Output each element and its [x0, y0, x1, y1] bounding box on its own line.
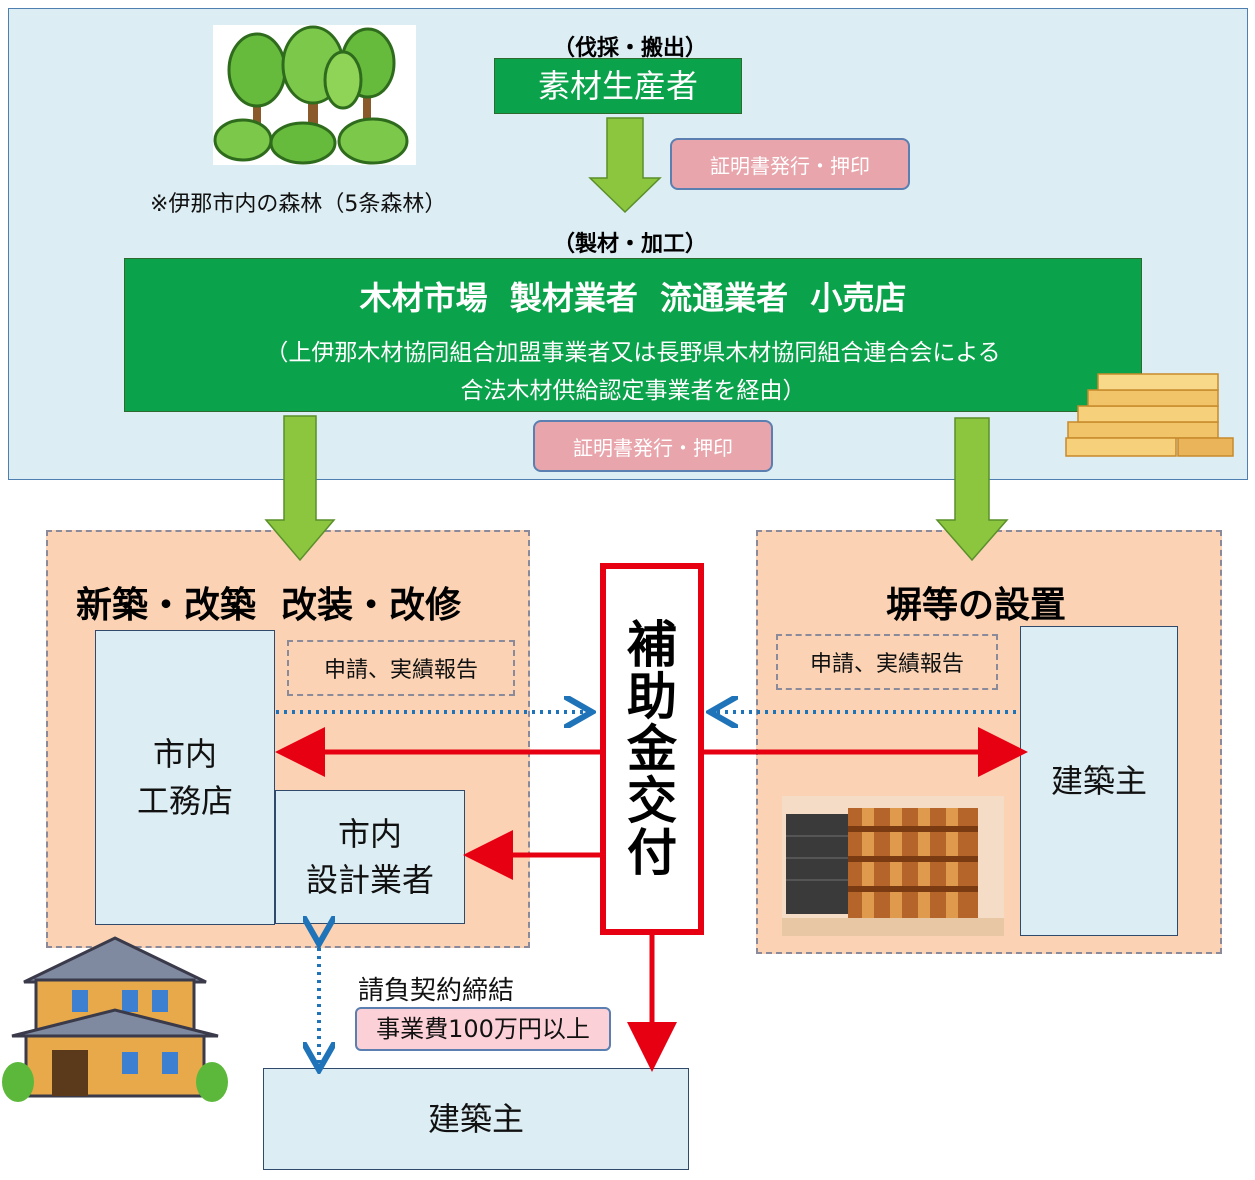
green-arrow-producer-to-processors — [588, 117, 662, 214]
green-arrow-to-fence — [935, 417, 1009, 562]
fence-photo — [782, 796, 1004, 936]
forest-illustration — [213, 25, 416, 165]
subsidy-char-4: 交 — [627, 772, 677, 830]
subsidy-char-5: 付 — [627, 824, 677, 882]
certificate-tag-2: 証明書発行・押印 — [533, 420, 773, 472]
designer-line-2: 設計業者 — [305, 861, 434, 899]
house-illustration — [2, 932, 228, 1104]
subsidy-char-3: 金 — [627, 720, 677, 778]
producer-box: 素材生産者 — [494, 58, 742, 114]
bottom-owner-box: 建築主 — [263, 1068, 689, 1170]
stage-logging-label: （伐採・搬出） — [552, 36, 707, 61]
processors-title: 木材市場 製材業者 流通業者 小売店 — [359, 279, 907, 317]
project-cost-tag: 事業費100万円以上 — [355, 1007, 611, 1051]
stage-processing-label: （製材・加工） — [552, 232, 707, 257]
processors-box: 木材市場 製材業者 流通業者 小売店 （上伊那木材協同組合加盟事業者又は長野県木… — [124, 258, 1142, 412]
subsidy-grant-box: 補 助 金 交 付 — [600, 563, 704, 935]
fence-title: 塀等の設置 — [886, 585, 1067, 626]
green-arrow-to-new-build — [264, 415, 336, 562]
right-owner-box: 建築主 — [1020, 626, 1178, 936]
designer-line-1: 市内 — [337, 814, 402, 853]
city-contractor-box: 市内 工務店 — [95, 630, 275, 925]
subsidy-char-1: 補 — [627, 616, 677, 674]
subsidy-char-2: 助 — [627, 668, 677, 726]
processors-note-2: 合法木材供給認定事業者を経由） — [460, 378, 806, 404]
certificate-tag-1: 証明書発行・押印 — [670, 138, 910, 190]
contract-label: 請負契約締結 — [358, 976, 515, 1006]
right-apply-tag: 申請、実績報告 — [776, 634, 998, 690]
contractor-line-2: 工務店 — [136, 781, 233, 820]
forest-note: ※伊那市内の森林（5条森林） — [150, 192, 447, 217]
right-owner-label: 建築主 — [1050, 761, 1147, 800]
producer-label: 素材生産者 — [537, 67, 698, 105]
processors-note-1: （上伊那木材協同組合加盟事業者又は長野県木材協同組合連合会による — [265, 340, 1001, 366]
contractor-line-1: 市内 — [152, 735, 217, 774]
city-designer-box: 市内 設計業者 — [275, 790, 465, 924]
new-build-title: 新築・改築 改装・改修 — [76, 585, 462, 626]
left-apply-tag: 申請、実績報告 — [287, 640, 515, 696]
lumber-illustration — [1058, 352, 1238, 464]
bottom-owner-label: 建築主 — [427, 1099, 524, 1138]
